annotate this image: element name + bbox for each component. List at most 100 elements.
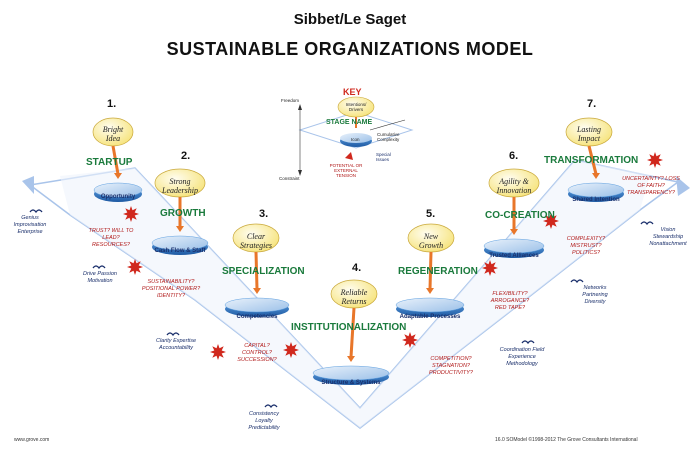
values-3: Clarity Expertise Accountability [155, 338, 197, 351]
stage-7-node [565, 117, 625, 202]
stage-1-disk-label: Opportunity [100, 194, 136, 200]
stage-2-name: GROWTH [160, 208, 206, 219]
stage-7-disk-top [567, 182, 625, 198]
stage-5-disk-label: Adaptable Processes [399, 314, 461, 320]
stage-3-number: 3. [259, 208, 269, 220]
risk-burst-4 [283, 342, 299, 358]
stage-5-arrowhead [426, 288, 434, 294]
stage-3-arrow [254, 251, 259, 290]
key-stage-name: STAGE NAME [326, 119, 373, 126]
page-title: SUSTAINABLE ORGANIZATIONS MODEL [166, 39, 534, 59]
stage-2-node [151, 168, 209, 255]
risk-bursts [123, 152, 663, 360]
stage-4-name: INSTITUTIONALIZATION [291, 322, 407, 333]
stage-nodes [92, 117, 625, 385]
stage-2-disk-label: Cash Flow & Staff [154, 248, 206, 254]
footer-copyright: 16.0 SOModel ©1998-2012 The Grove Consul… [495, 437, 638, 443]
values-1: Genius Improvisation Enterprise [13, 215, 47, 235]
value-icon-4 [264, 404, 278, 409]
values-4: Consistency Loyalty Predictability [248, 411, 280, 431]
stage-1-number: 1. [107, 98, 117, 110]
risk-burst-1 [123, 206, 139, 222]
values-5: Coordination Field Experience Methodolog… [499, 347, 545, 367]
stage-3-arrowhead [253, 288, 261, 294]
stage-1-arrowhead [114, 173, 122, 179]
stage-6-number: 6. [509, 150, 519, 162]
stage-2-arrowhead [176, 226, 184, 232]
key-special: Special Issues [376, 152, 391, 162]
risk-burst-2 [127, 259, 143, 275]
stage-5-disk-top [395, 297, 465, 313]
value-icon-1 [29, 209, 43, 214]
stage-7-bubble: Lasting Impact [576, 125, 601, 143]
key-axis-freedom: Freedom [281, 98, 300, 103]
risk-burst-7 [543, 213, 559, 229]
value-icons [29, 209, 654, 409]
key-potential: POTENTIAL OR EXTERNAL TENSION [329, 163, 363, 178]
stage-2-number: 2. [181, 150, 191, 162]
risk-1: TRUST? WILL TO LEAD? RESOURCES? [88, 228, 134, 248]
stage-3-disk-top [224, 297, 290, 313]
value-icon-5 [521, 340, 535, 345]
stage-7-arrow [587, 145, 598, 175]
stage-2-disk-top [151, 235, 209, 251]
stage-1-node [92, 117, 143, 202]
stage-4-disk-label: Structure & Systems [321, 380, 381, 386]
values-7: Vision Stewardship Nonattachment [649, 227, 687, 247]
stage-3-node [224, 223, 290, 317]
stage-7-number: 7. [587, 98, 597, 110]
stage-4-number: 4. [352, 262, 362, 274]
values-2: Drive Passion Motivation [83, 271, 117, 284]
risk-7: UNCERTAINTY? LOSS OF FAITH? TRANSPARENCY… [622, 176, 680, 196]
stage-5-bubble: New Growth [418, 232, 444, 250]
key-bubble-label: Intentions/ Drivers [345, 102, 367, 112]
value-icon-3 [166, 332, 180, 337]
title-top: Sibbet/Le Saget [293, 11, 407, 28]
stage-4-arrow [349, 307, 356, 358]
key-panel [298, 96, 414, 176]
stage-6-bubble: Agility & Innovation [496, 177, 532, 195]
key-axis-constraint: Constraint [279, 176, 300, 181]
risk-burst-3 [210, 344, 226, 360]
stage-5-node [395, 223, 465, 317]
stage-2-bubble: Strong Leadership [162, 177, 198, 195]
risk-5: FLEXIBILITY? ARROGANCE? RED TAPE? [490, 291, 530, 311]
footer-url: www.grove.com [14, 437, 50, 443]
stage-4-node [312, 279, 390, 385]
stage-6-node [483, 168, 545, 258]
risk-4: COMPETITION? STAGNATION? PRODUCTIVITY? [428, 356, 473, 376]
stage-3-bubble: Clear Strategies [240, 232, 272, 250]
stage-5-name: REGENERATION [398, 266, 478, 277]
stage-1-arrow [111, 145, 120, 175]
value-icon-6 [570, 279, 584, 284]
stage-6-arrowhead [510, 229, 518, 235]
key-icon-label: Icon [351, 137, 360, 142]
key-heading: KEY [343, 87, 362, 97]
stage-1-disk-top [93, 182, 143, 198]
stage-1-name: STARTUP [86, 157, 133, 168]
stage-5-number: 5. [426, 208, 436, 220]
values-6: Networks Partnering Diversity [582, 285, 608, 305]
value-icon-2 [92, 265, 106, 270]
stage-6-name: CO-CREATION [485, 210, 555, 221]
stage-6-disk-label: Trusted Alliances [489, 253, 539, 259]
stage-1-bubble: Bright Idea [102, 125, 124, 143]
stage-4-arrowhead [347, 356, 355, 362]
left-entry-arrow [22, 176, 34, 194]
risk-burst-6 [402, 332, 418, 348]
risk-burst-5 [482, 260, 498, 276]
risk-6: COMPLEXITY? MISTRUST? POLITICS? [566, 236, 606, 256]
stage-6-disk-top [483, 238, 545, 254]
stage-5-arrow [428, 251, 433, 290]
stage-3-disk-label: Competencies [236, 314, 278, 320]
key-cumulative: Cumulative Complexity [377, 132, 400, 142]
stage-4-disk-top [312, 365, 390, 381]
stage-4-bubble: Reliable Returns [340, 288, 368, 306]
value-icon-7 [640, 221, 654, 226]
right-exit-arrow [676, 176, 690, 196]
stage-7-arrowhead [592, 173, 600, 179]
stage-7-disk-label: Shared Intention [572, 197, 620, 203]
stage-7-name: TRANSFORMATION [544, 155, 639, 166]
